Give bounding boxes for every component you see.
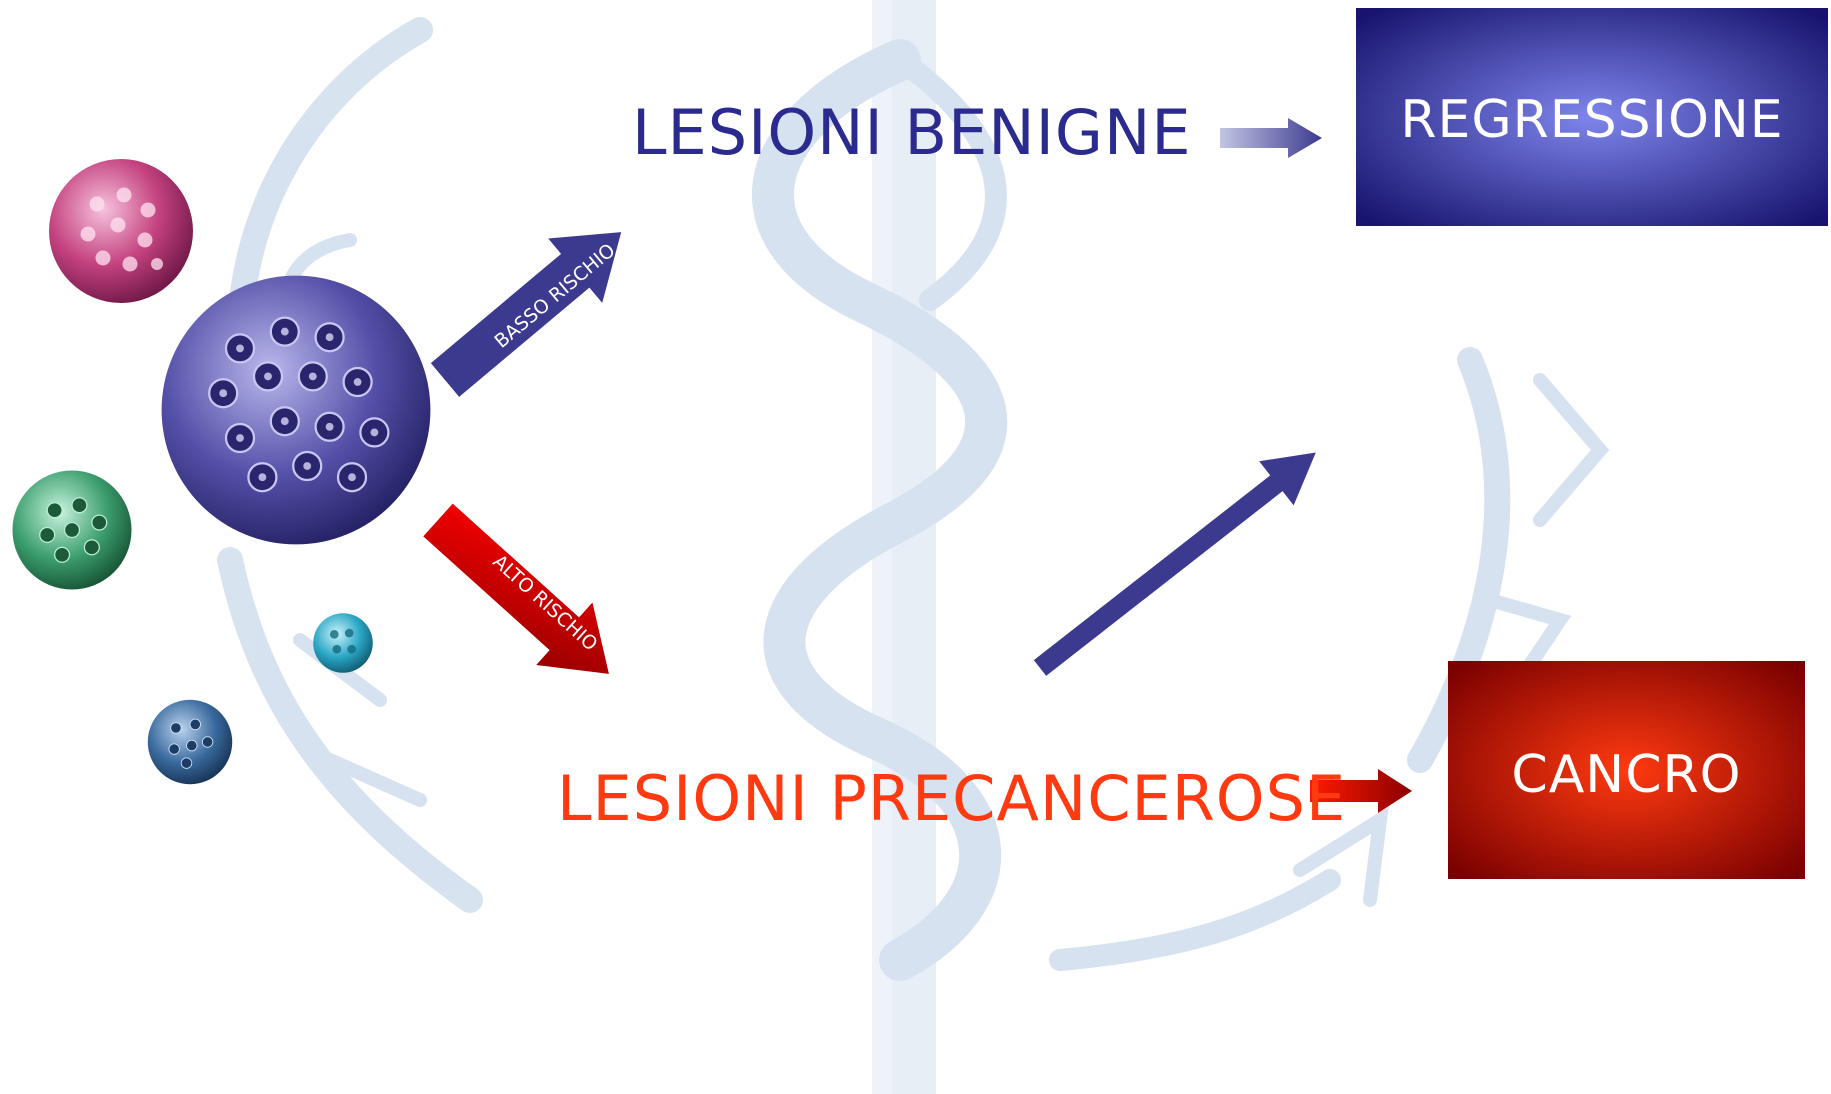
high-risk-arrow: [423, 503, 609, 674]
benign-to-regression-arrow: [1220, 118, 1322, 158]
cancer-label: CANCRO: [1511, 745, 1742, 805]
precancer-to-cancer-arrow: [1310, 769, 1412, 813]
hpv-virus-icon: [147, 699, 233, 785]
regression-label: REGRESSIONE: [1400, 90, 1784, 150]
hpv-virus-icon: [313, 613, 373, 673]
hpv-virus-icon: [161, 275, 431, 545]
hpv-virus-icon: [12, 470, 132, 590]
cancer-box: CANCRO: [1448, 661, 1805, 879]
regression-box: REGRESSIONE: [1356, 8, 1828, 226]
precancerous-lesions-label: LESIONI PRECANCEROSE: [557, 762, 1347, 835]
precancer-to-regression-arrow: [1033, 452, 1316, 676]
low-risk-arrow: [430, 232, 622, 397]
hpv-virus-icon: [49, 159, 193, 303]
benign-lesions-label: LESIONI BENIGNE: [632, 96, 1192, 169]
